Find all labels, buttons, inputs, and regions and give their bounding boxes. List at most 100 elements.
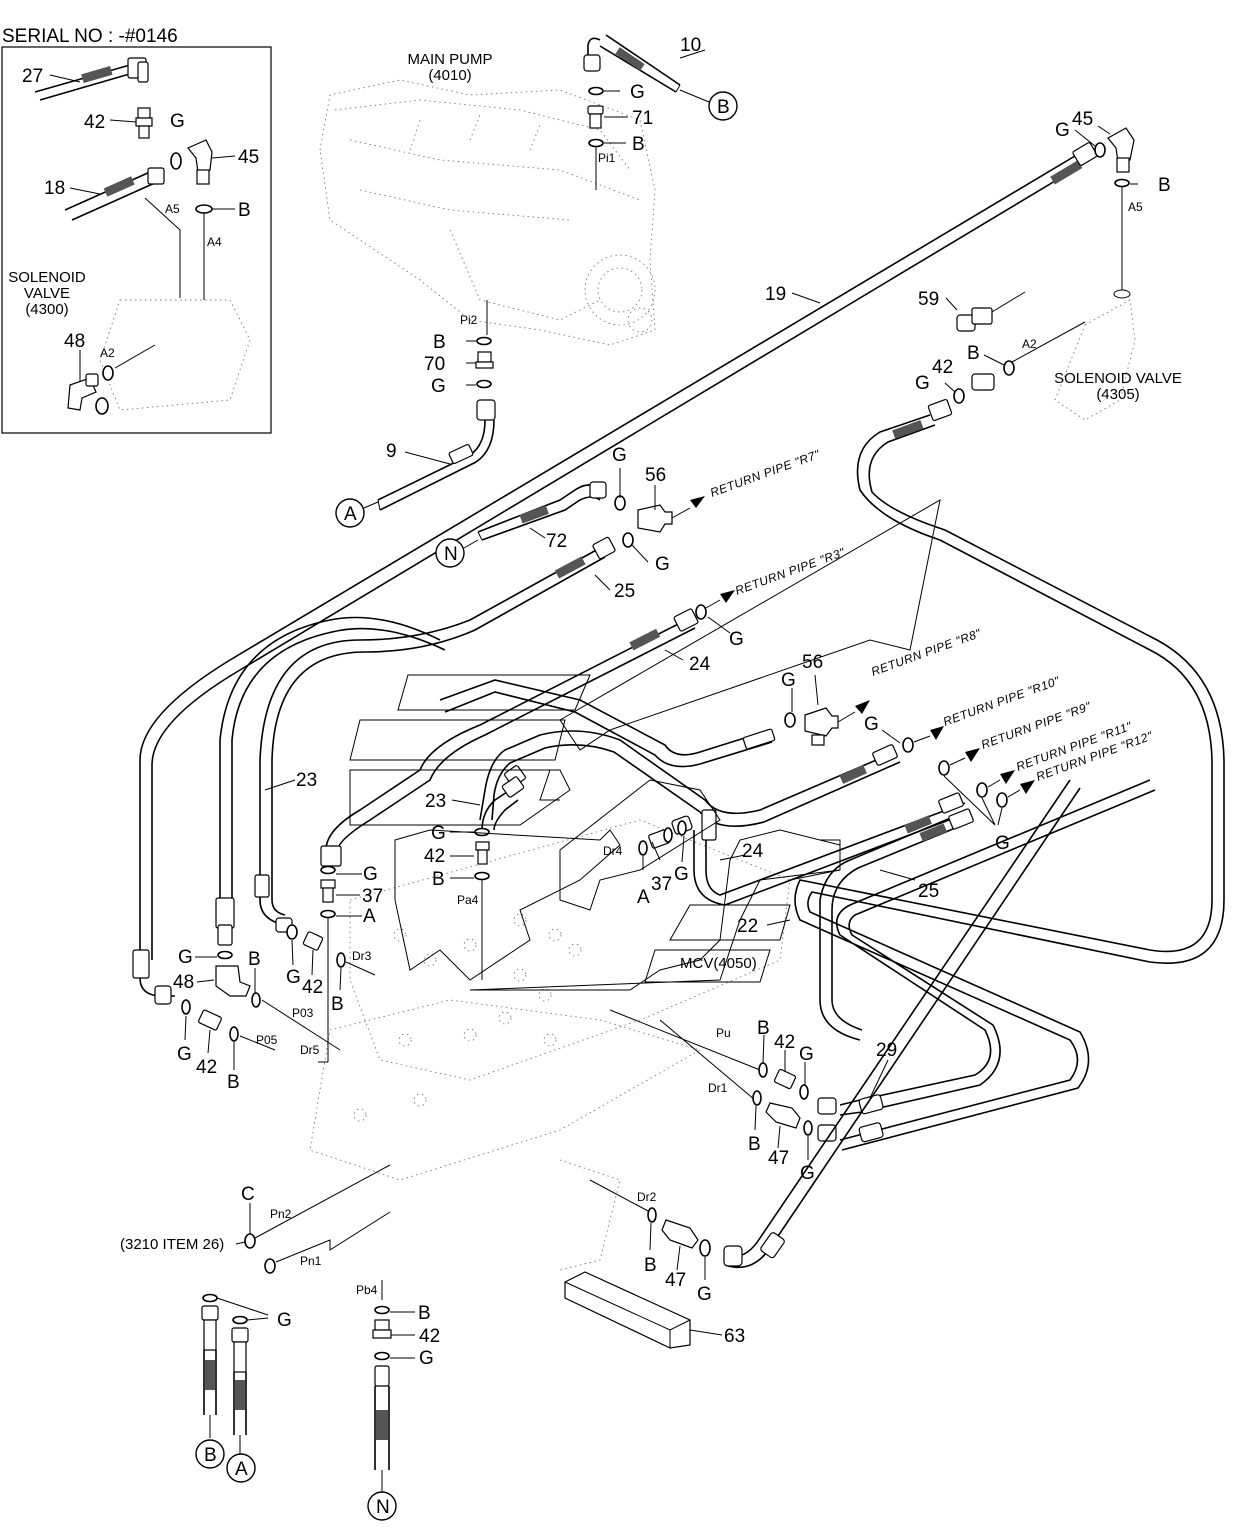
seal-g: G xyxy=(915,373,930,394)
solenoid-4300-line2: VALVE xyxy=(24,285,70,302)
port-pu: Pu xyxy=(716,1026,731,1040)
part-42: 42 xyxy=(419,1326,440,1347)
part-42: 42 xyxy=(302,977,323,998)
inset-serial-box xyxy=(1,46,272,434)
seal-g: G xyxy=(995,833,1010,854)
port-dr3: Dr3 xyxy=(352,949,372,963)
seal-g: G xyxy=(419,1348,434,1369)
leader-lines xyxy=(184,49,1138,1359)
seal-g: G xyxy=(431,823,446,844)
part-48: 48 xyxy=(173,972,194,993)
part-19: 19 xyxy=(765,284,786,305)
part-56: 56 xyxy=(645,465,666,486)
hose-25-lower xyxy=(723,779,1081,1269)
part-63: 63 xyxy=(724,1326,745,1347)
seal-g: G xyxy=(1055,120,1070,141)
part-37: 37 xyxy=(362,886,383,907)
solenoid-4300-code: (4300) xyxy=(25,301,68,318)
seal-g: G xyxy=(363,864,378,885)
serial-number: SERIAL NO : -#0146 xyxy=(2,26,178,47)
port-pn2: Pn2 xyxy=(270,1207,292,1221)
port-a2: A2 xyxy=(1022,337,1037,351)
seal-b: B xyxy=(238,200,251,221)
seal-b: B xyxy=(757,1018,770,1039)
seal-c: C xyxy=(241,1184,255,1205)
seal-b: B xyxy=(331,994,344,1015)
port-dr4: Dr4 xyxy=(603,844,623,858)
hose-23-outer xyxy=(215,616,446,946)
item-3210: (3210 ITEM 26) xyxy=(120,1236,224,1253)
part-23: 23 xyxy=(425,791,446,812)
seal-a: A xyxy=(637,887,650,908)
hose-r11-r12 xyxy=(819,808,974,1041)
connector-n: N xyxy=(444,544,458,565)
hose-10 xyxy=(583,34,681,93)
seal-b: B xyxy=(748,1134,761,1155)
seal-b: B xyxy=(248,949,261,970)
return-pipe-r8: RETURN PIPE "R8" xyxy=(869,626,983,679)
seal-b: B xyxy=(1158,175,1171,196)
port-pi2: Pi2 xyxy=(460,313,478,327)
hose-9 xyxy=(377,399,496,511)
part-71: 71 xyxy=(632,108,653,129)
seal-g: G xyxy=(286,967,301,988)
port-pi1: Pi1 xyxy=(598,151,616,165)
port-p05: P05 xyxy=(256,1033,278,1047)
connector-a: A xyxy=(235,1459,248,1480)
direction-arrows xyxy=(349,499,941,991)
hose-r10-line xyxy=(479,730,901,828)
main-pump-name: MAIN PUMP xyxy=(407,51,492,68)
mcv-ghost xyxy=(309,819,791,1271)
seal-g: G xyxy=(178,947,193,968)
port-p03: P03 xyxy=(292,1006,314,1020)
seal-g: G xyxy=(277,1310,292,1331)
part-37: 37 xyxy=(651,874,672,895)
part-9: 9 xyxy=(386,441,397,462)
seal-g: G xyxy=(729,629,744,650)
solenoid-4305-fittings xyxy=(953,127,1135,404)
port-a5: A5 xyxy=(165,202,180,216)
part-56: 56 xyxy=(802,652,823,673)
seal-a: A xyxy=(363,906,376,927)
seal-b: B xyxy=(967,343,980,364)
seal-b: B xyxy=(227,1072,240,1093)
port-pa4: Pa4 xyxy=(457,893,479,907)
part-29: 29 xyxy=(876,1040,897,1061)
hose-24 xyxy=(320,608,699,867)
port-dr1: Dr1 xyxy=(708,1081,728,1095)
hose-19 xyxy=(132,142,1098,1005)
hose-29 xyxy=(817,779,1156,1143)
part-10: 10 xyxy=(680,35,701,56)
port-pn1: Pn1 xyxy=(300,1254,322,1268)
connector-a: A xyxy=(344,504,357,525)
part-24: 24 xyxy=(742,841,764,862)
part-72: 72 xyxy=(546,531,567,552)
hose-r8-line xyxy=(439,679,776,768)
seal-b: B xyxy=(418,1303,431,1324)
part-25: 25 xyxy=(918,881,939,902)
connector-n: N xyxy=(376,1497,390,1518)
part-42: 42 xyxy=(774,1032,795,1053)
center-fittings xyxy=(181,495,1035,1361)
part-18: 18 xyxy=(44,178,65,199)
pump-fittings xyxy=(475,86,604,389)
port-a4: A4 xyxy=(207,235,222,249)
seal-g: G xyxy=(697,1284,712,1305)
return-pipe-r7: RETURN PIPE "R7" xyxy=(708,447,822,500)
part-42: 42 xyxy=(932,357,953,378)
port-a2: A2 xyxy=(100,346,115,360)
seal-b: B xyxy=(432,869,445,890)
connector-circles xyxy=(195,89,738,1521)
solenoid-4300-line1: SOLENOID xyxy=(8,269,86,286)
seal-b: B xyxy=(644,1255,657,1276)
mcv-label: MCV(4050) xyxy=(680,955,757,972)
port-dr2: Dr2 xyxy=(637,1190,657,1204)
return-pipe-r3: RETURN PIPE "R3" xyxy=(733,545,847,598)
solenoid-4305-code: (4305) xyxy=(1096,386,1139,403)
port-pb4: Pb4 xyxy=(356,1283,378,1297)
part-23: 23 xyxy=(296,770,317,791)
part-42: 42 xyxy=(196,1057,217,1078)
port-a5: A5 xyxy=(1128,200,1143,214)
hose-25-upper xyxy=(254,536,616,933)
